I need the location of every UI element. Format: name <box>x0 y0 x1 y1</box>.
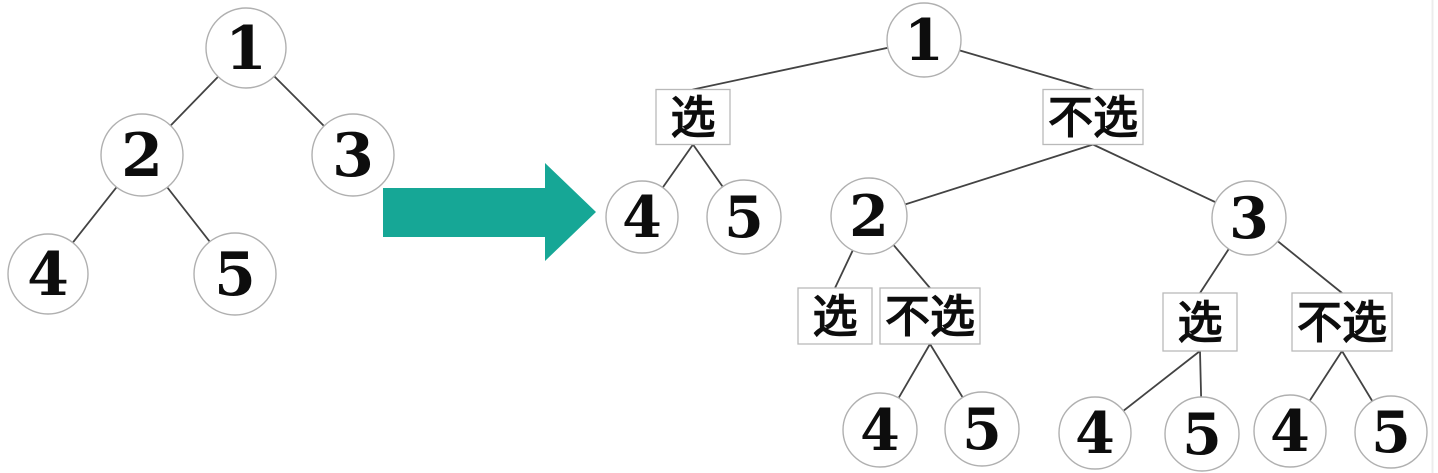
node-label: 2 <box>121 121 163 191</box>
right-tree-node-5 <box>706 179 782 255</box>
choice-box-select <box>1162 292 1238 352</box>
node-label: 5 <box>962 396 1002 463</box>
node-label: 4 <box>622 184 662 251</box>
node-label: 5 <box>1182 401 1222 468</box>
choice-label: 不选 <box>1297 296 1387 349</box>
shapes-layer <box>7 2 1428 472</box>
arrow-layer <box>383 163 596 261</box>
choice-box-not-select <box>1042 88 1144 146</box>
right-tree-node-2 <box>830 177 908 255</box>
right-tree-node-5 <box>1164 396 1240 472</box>
node-label: 3 <box>332 121 374 191</box>
node-label: 4 <box>1075 400 1115 467</box>
tree-edge <box>692 39 925 91</box>
left-tree-node-4 <box>7 233 89 315</box>
node-label: 4 <box>860 397 900 464</box>
choice-box-select <box>655 88 731 146</box>
right-tree-node-5 <box>944 391 1020 467</box>
left-tree-node-1 <box>205 7 287 89</box>
right-tree-node-4 <box>605 180 679 254</box>
node-label: 3 <box>1229 185 1269 252</box>
node-label: 5 <box>1371 399 1411 466</box>
right-tree-node-3 <box>1211 180 1287 256</box>
node-label: 4 <box>27 240 69 310</box>
choice-label: 选 <box>1177 296 1222 349</box>
transform-arrow-icon <box>383 163 596 261</box>
choice-label: 选 <box>812 290 857 343</box>
right-tree-node-1 <box>886 2 962 78</box>
node-label: 4 <box>1270 398 1310 465</box>
right-tree-node-4 <box>1058 396 1132 470</box>
choice-box-not-select <box>879 287 981 345</box>
tree-edge <box>868 143 1094 217</box>
choice-box-not-select <box>1291 292 1393 352</box>
node-label: 5 <box>214 240 256 310</box>
right-tree-node-4 <box>842 392 918 468</box>
node-label: 2 <box>849 183 889 250</box>
choice-box-select <box>797 287 873 345</box>
left-tree-node-3 <box>311 113 395 197</box>
right-tree-node-5 <box>1354 395 1428 469</box>
node-label: 1 <box>904 7 944 74</box>
left-tree-node-5 <box>193 232 277 316</box>
right-tree-node-4 <box>1253 394 1327 468</box>
left-tree-node-2 <box>100 113 184 197</box>
node-label: 1 <box>225 14 267 84</box>
node-label: 5 <box>724 184 764 251</box>
choice-label: 选 <box>670 91 715 144</box>
choice-label: 不选 <box>1048 91 1138 144</box>
choice-label: 不选 <box>885 290 975 343</box>
